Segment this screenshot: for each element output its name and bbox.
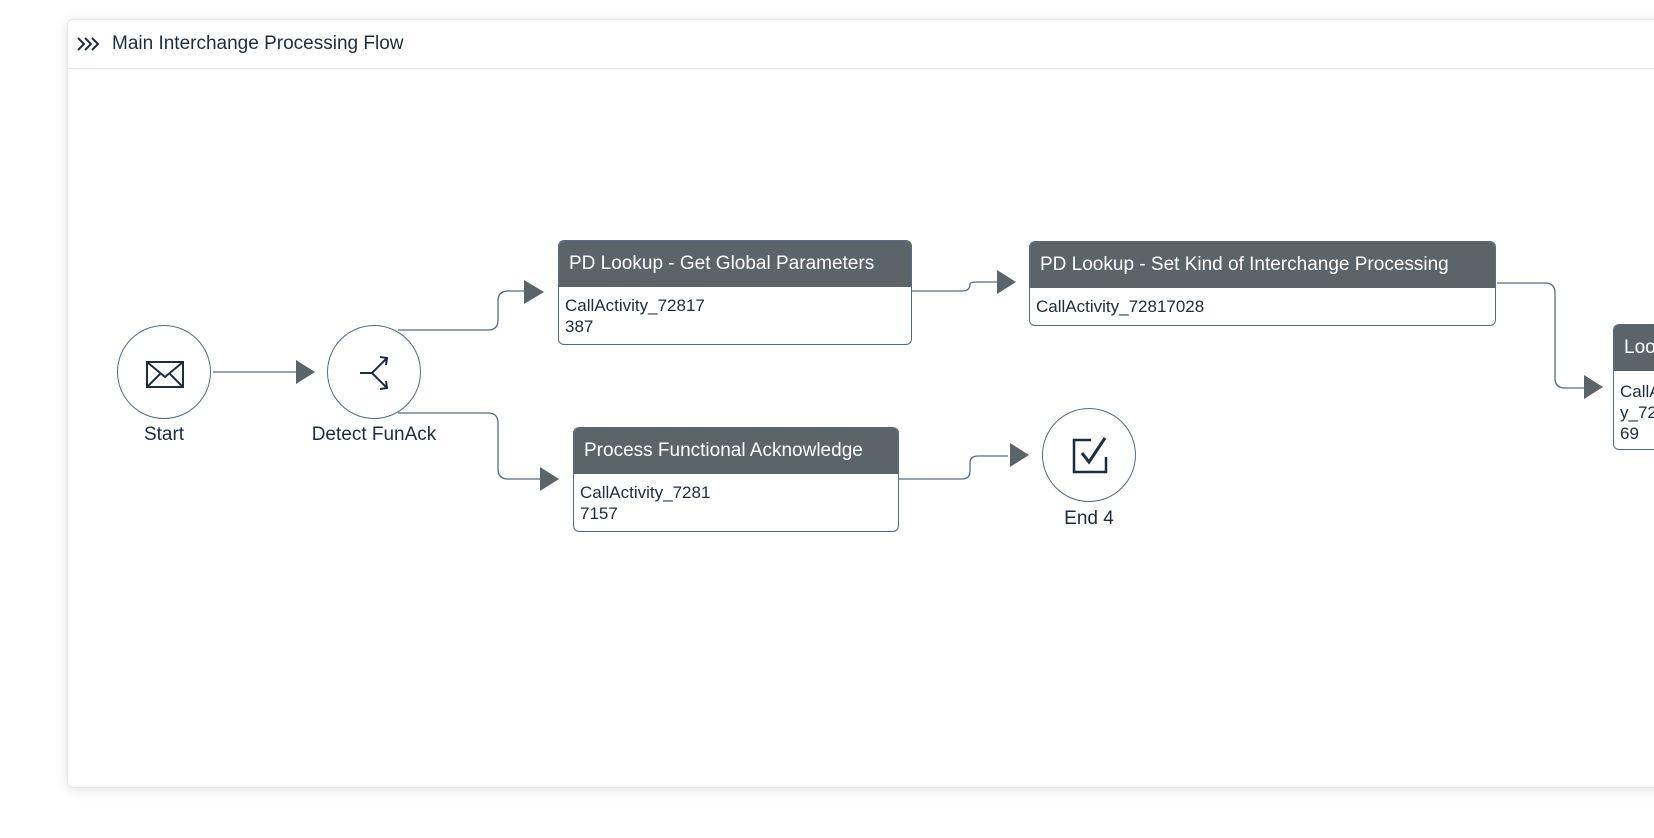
task-process-functional-acknowledge[interactable]: Process Functional Acknowledge CallActiv… [573,427,899,532]
task-id: CallActivity_7281 7157 [580,483,711,523]
task-get-global-parameters[interactable]: PD Lookup - Get Global Parameters CallAc… [558,240,912,345]
start-label: Start [143,424,185,445]
task-set-kind-of-interchange[interactable]: PD Lookup - Set Kind of Interchange Proc… [1029,241,1496,326]
start-event[interactable] [117,325,211,419]
panel-title: Main Interchange Processing Flow [112,33,404,54]
task-title: Loo [1614,325,1654,371]
task-title: PD Lookup - Set Kind of Interchange Proc… [1030,242,1495,288]
end4-label: End 4 [1064,508,1114,529]
task-title: PD Lookup - Get Global Parameters [559,241,911,287]
gateway-detect-funack[interactable] [327,325,421,419]
task-partial-lookup[interactable]: Loo CallA y_72 69 [1613,324,1654,450]
task-id: CallActivity_72817 387 [565,296,705,336]
gateway-label: Detect FunAck [311,424,437,445]
task-title: Process Functional Acknowledge [574,428,898,474]
task-id: CallA y_72 69 [1620,382,1654,443]
checkbox-icon [1072,437,1108,474]
process-flow-panel: Main Interchange Processing Flow [67,19,1654,788]
end-event-4[interactable] [1042,408,1136,502]
expand-chevrons-icon[interactable] [76,34,100,54]
task-id: CallActivity_72817028 [1036,297,1205,316]
envelope-icon [146,361,184,388]
panel-header: Main Interchange Processing Flow [68,20,1654,69]
split-arrows-icon [360,356,389,390]
